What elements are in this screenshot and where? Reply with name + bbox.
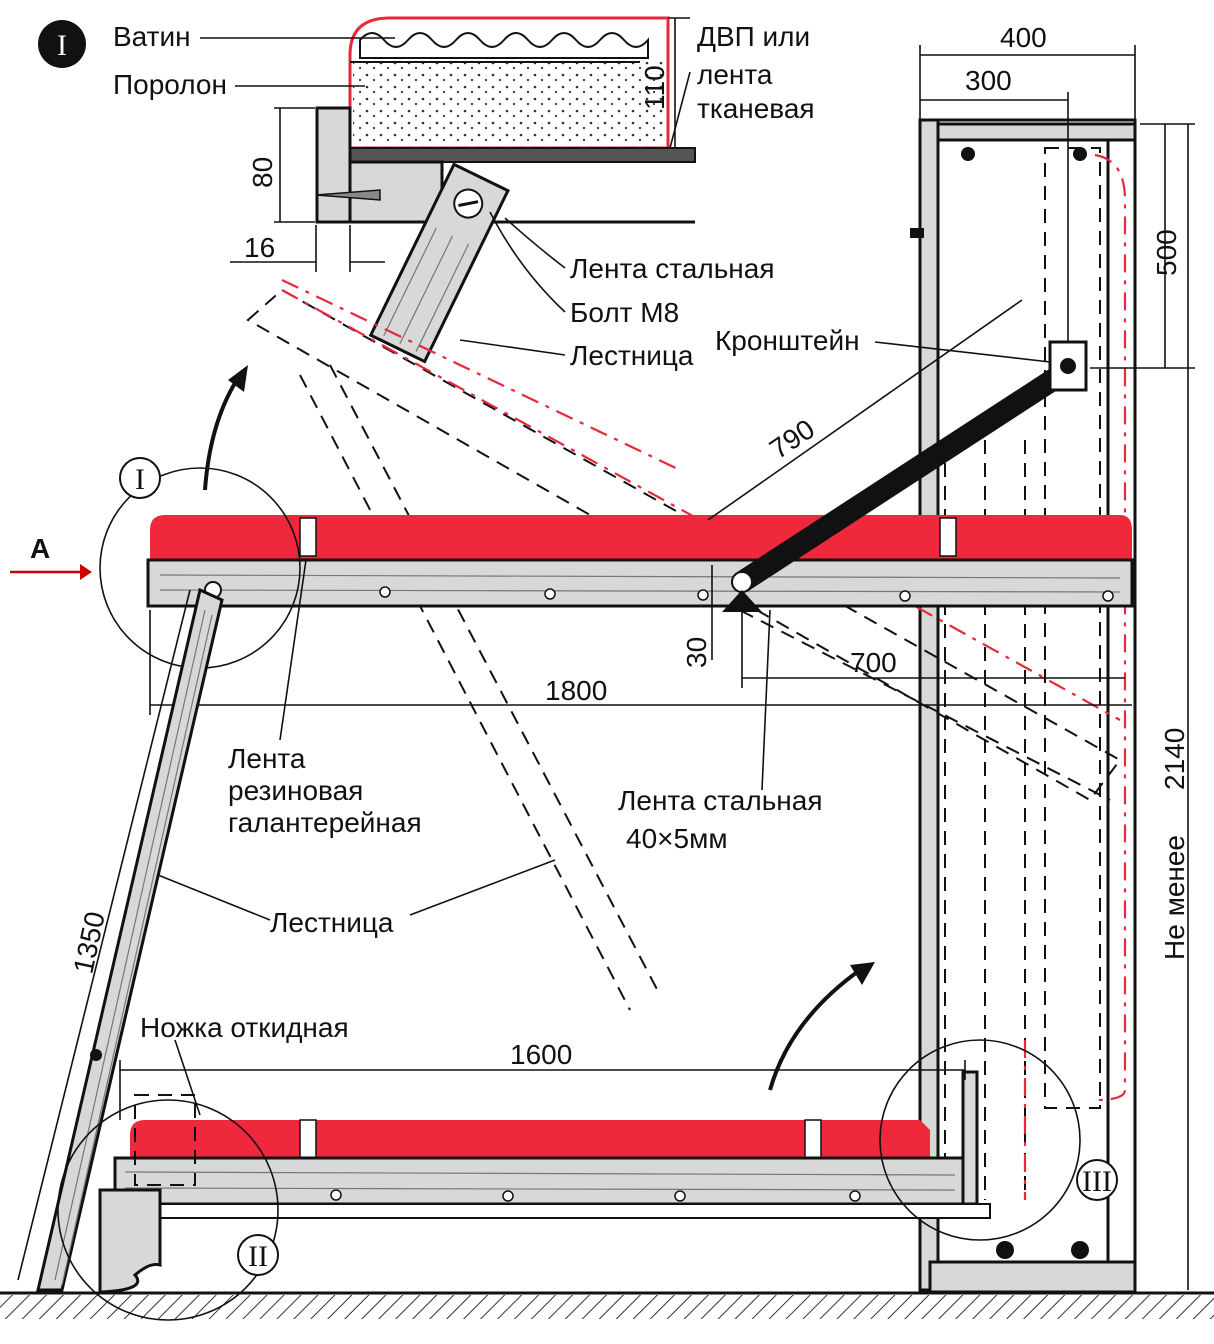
dim-30: 30 xyxy=(681,637,712,668)
dim-400: 400 xyxy=(1000,22,1047,53)
label-kronshtein: Кронштейн xyxy=(715,325,860,356)
label-dvp-line3: тканевая xyxy=(697,93,815,124)
callout-1: I xyxy=(135,463,145,496)
label-steel-strap-line1: Лента стальная xyxy=(618,785,822,816)
label-dvp-line2: лента xyxy=(697,59,773,90)
detail-mattress-section xyxy=(200,16,696,364)
label-rubber-band-line1: Лента xyxy=(228,743,306,774)
callout-3: III xyxy=(1082,1165,1112,1198)
label-rubber-band-line2: резиновая xyxy=(228,775,363,806)
dim-2140: 2140 xyxy=(1159,728,1190,790)
label-bolt: Болт М8 xyxy=(570,297,679,328)
label-lestnitsa-top: Лестница xyxy=(570,340,694,371)
label-vatin: Ватин xyxy=(113,21,191,52)
cabinet-dimensions xyxy=(919,45,1195,1290)
label-porolon: Поролон xyxy=(113,69,227,100)
label-lestnitsa-main: Лестница xyxy=(270,907,394,938)
dim-700: 700 xyxy=(850,647,897,678)
dim-300: 300 xyxy=(965,65,1012,96)
ladder xyxy=(17,587,556,1292)
dim-80: 80 xyxy=(247,157,278,188)
lower-bunk xyxy=(57,962,1118,1321)
dim-790: 790 xyxy=(764,413,820,465)
figure-number-badge: I xyxy=(38,20,86,68)
dim-500: 500 xyxy=(1151,229,1182,276)
upper-bunk-raised-ghost xyxy=(246,279,1122,1011)
floor xyxy=(0,1291,1214,1319)
wall-cabinet xyxy=(910,118,1137,1294)
figure-number: I xyxy=(57,29,67,62)
label-lenta-stalnaya-top: Лента стальная xyxy=(570,253,774,284)
dim-1350: 1350 xyxy=(68,909,111,976)
label-view-arrow: А xyxy=(30,533,50,564)
label-rubber-band-line3: галантерейная xyxy=(228,807,422,838)
label-nozhka: Ножка откидная xyxy=(140,1012,349,1043)
label-dvp-line1: ДВП или xyxy=(697,21,810,52)
callout-2: II xyxy=(248,1240,268,1273)
dim-16: 16 xyxy=(244,232,275,263)
dim-1600: 1600 xyxy=(510,1039,572,1070)
upper-bunk xyxy=(10,299,1134,791)
dim-110: 110 xyxy=(639,65,670,110)
label-steel-strap-line2: 40×5мм xyxy=(626,823,728,854)
dim-1800: 1800 xyxy=(545,675,607,706)
label-ne-menee: Не менее xyxy=(1159,835,1190,960)
